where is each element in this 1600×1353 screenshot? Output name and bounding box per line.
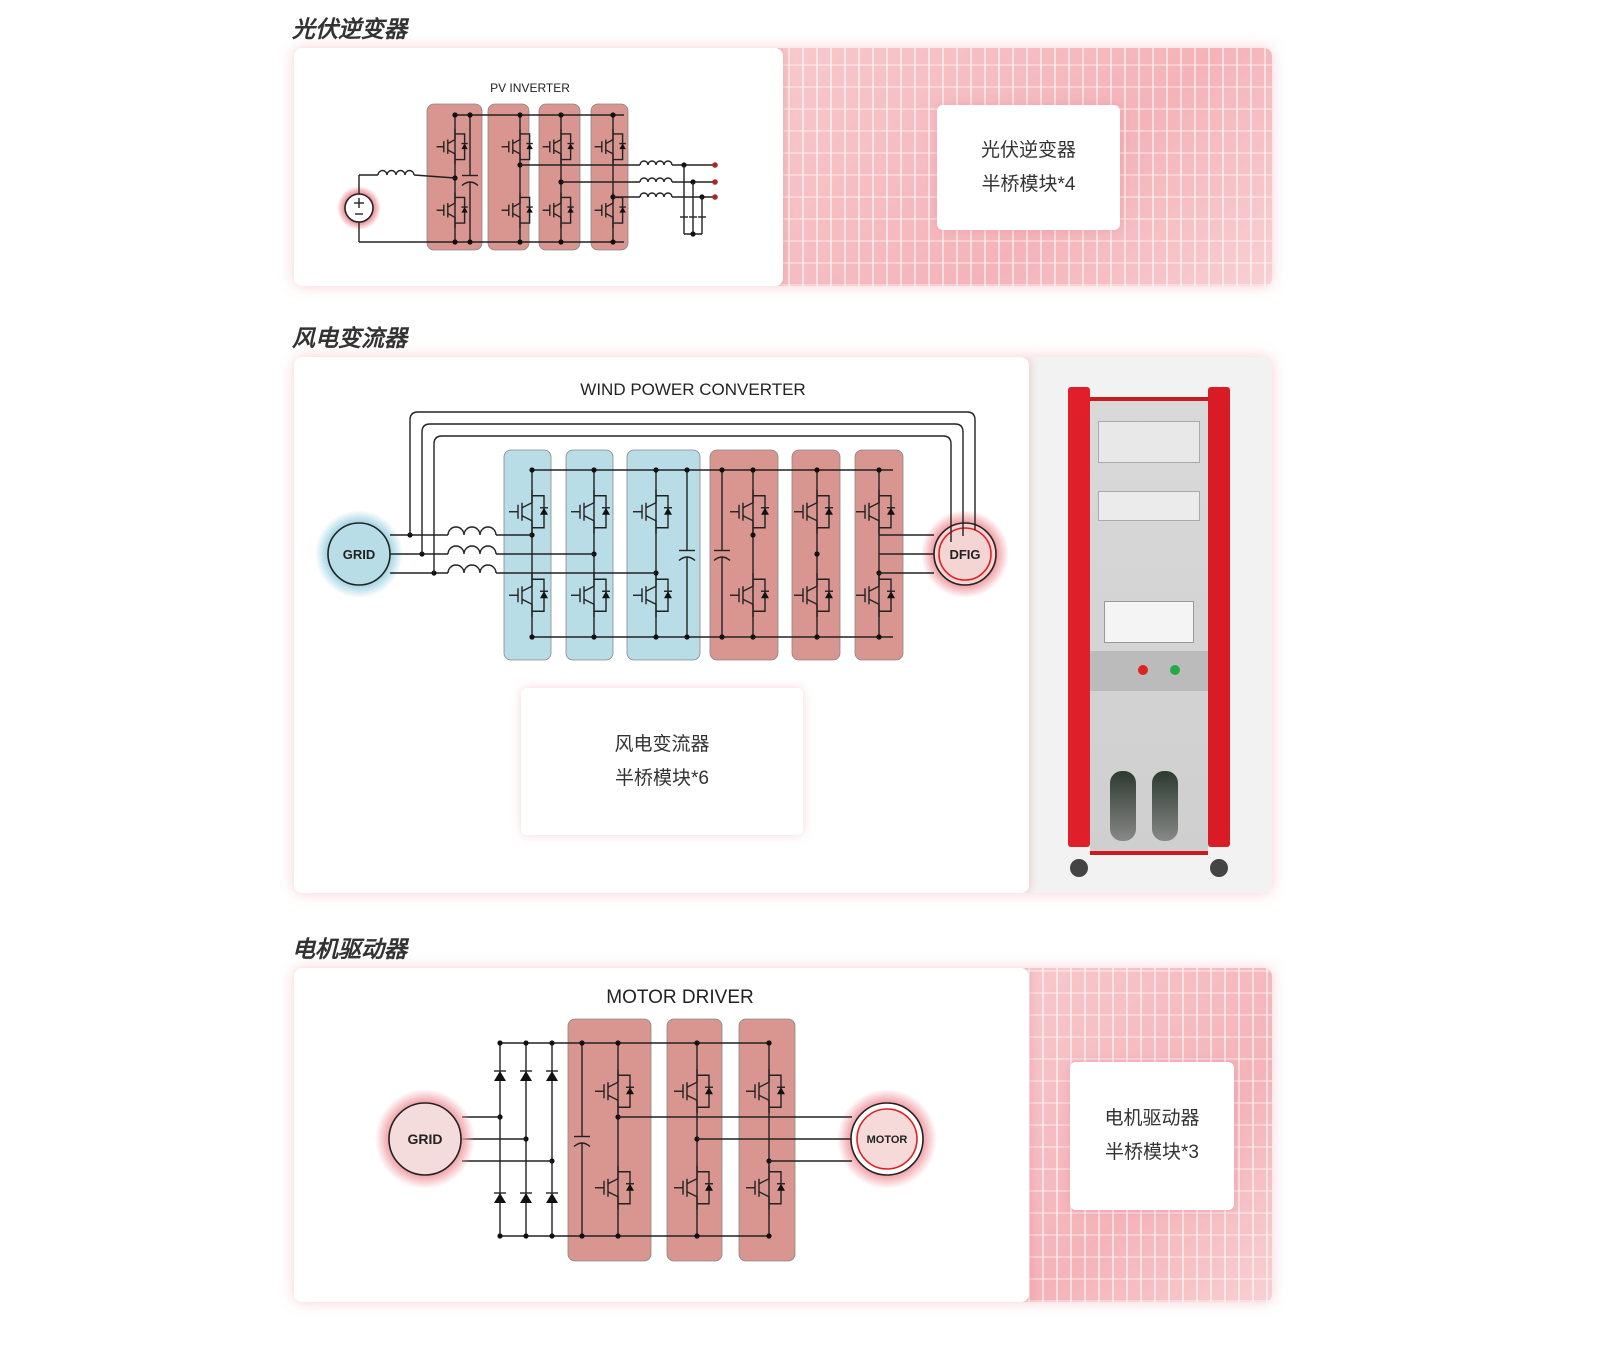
cabinet-interior <box>1090 397 1208 855</box>
section-title-motor: 电机驱动器 <box>292 936 407 962</box>
motor-diagram-panel <box>294 968 1029 1302</box>
wind-info-box: 风电变流器 半桥模块*6 <box>521 688 803 835</box>
motor-driver-card: 电机驱动器 半桥模块*3 <box>294 968 1272 1302</box>
pv-inverter-card: 光伏逆变器 半桥模块*4 <box>294 48 1272 286</box>
info-line-2: 半桥模块*4 <box>981 173 1076 195</box>
motor-info-box: 电机驱动器 半桥模块*3 <box>1070 1062 1234 1210</box>
caster-wheel <box>1070 859 1088 877</box>
cabinet-photo <box>1068 379 1230 879</box>
section-title-pv: 光伏逆变器 <box>292 16 407 42</box>
info-line-1: 电机驱动器 <box>1104 1108 1200 1129</box>
info-line-1: 光伏逆变器 <box>980 139 1076 161</box>
section-title-wind: 风电变流器 <box>292 325 407 351</box>
info-line-2: 半桥模块*6 <box>615 767 709 789</box>
info-line-2: 半桥模块*3 <box>1105 1142 1199 1163</box>
wind-converter-card: 风电变流器 半桥模块*6 <box>294 357 1272 893</box>
caster-wheel <box>1210 859 1228 877</box>
pv-diagram-panel <box>294 48 783 286</box>
cabinet-frame-right <box>1208 387 1230 847</box>
info-line-1: 风电变流器 <box>614 733 710 755</box>
pv-info-box: 光伏逆变器 半桥模块*4 <box>937 105 1120 230</box>
cabinet-frame-left <box>1068 387 1090 847</box>
